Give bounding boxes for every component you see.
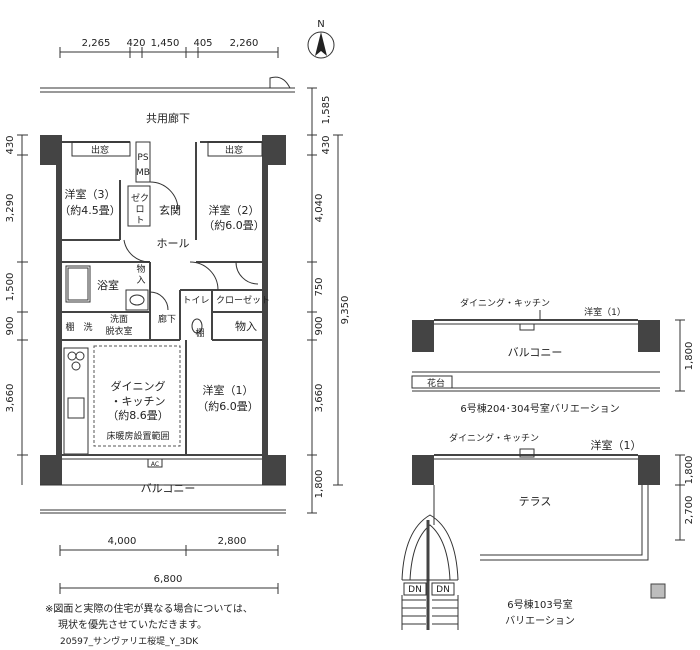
dim-left-2: 3,290 — [5, 194, 16, 223]
dim-right-6: 9,350 — [340, 296, 351, 325]
v2-dim-1: 1,800 — [684, 456, 695, 485]
laundry-label: 洗 — [83, 321, 92, 333]
shelf-label: 棚 — [65, 321, 74, 333]
western-room-2-size: （約6.0畳） — [203, 218, 265, 232]
mb-label: MB — [136, 168, 150, 178]
closet-label-a: ゼク — [131, 192, 149, 204]
corridor: 共用廊下 — [40, 76, 295, 125]
variation1-caption: 6号棟204･304号室バリエーション — [460, 402, 619, 415]
dim-left-3: 1,500 — [5, 273, 16, 302]
dining-kitchen-size: （約8.6畳） — [107, 408, 169, 422]
dim-left-4: 900 — [5, 316, 16, 335]
western-room-1: 洋室（1） — [203, 383, 254, 397]
dim-top-5: 2,260 — [230, 38, 259, 49]
bay-window-left: 出窓 — [91, 144, 109, 156]
small-storage-2: 入 — [136, 275, 145, 286]
small-storage-1: 物 — [136, 263, 145, 275]
variation-103: ダイニング・キッチン 洋室（1） テラス DN DN — [401, 432, 695, 630]
entrance-label: 玄関 — [159, 203, 181, 217]
dim-left-1: 430 — [5, 135, 16, 154]
western-room-3: 洋室（3） — [65, 187, 116, 201]
note-line-2: 現状を優先させていただきます。 — [58, 618, 207, 631]
north-arrow-icon — [315, 32, 327, 56]
variation-204-304: ダイニング・キッチン 洋室（1） バルコニー 花台 1,800 6号棟204･3… — [411, 297, 695, 415]
closet-label-b: ロ — [135, 205, 144, 215]
dim-right-8: 1,800 — [314, 470, 325, 499]
western-room-1-size: （約6.0畳） — [197, 399, 259, 413]
dim-bottom-2: 2,800 — [218, 536, 247, 547]
variation1-balcony-label: バルコニー — [508, 346, 563, 359]
washroom-label-2: 脱衣室 — [105, 325, 132, 337]
bottom-dimensions: 4,000 2,800 6,800 — [59, 536, 279, 594]
variation2-western-label: 洋室（1） — [591, 438, 642, 452]
dim-left-5: 3,660 — [5, 384, 16, 413]
dining-kitchen-label-1: ダイニング — [111, 379, 166, 393]
plan-code: 20597_サンヴァリエ桜堤_Y_3DK — [60, 635, 199, 647]
dim-right-5: 900 — [314, 316, 325, 335]
bay-window-right: 出窓 — [225, 144, 243, 156]
hall-label: ホール — [157, 237, 190, 250]
variation2-caption-1: 6号棟103号室 — [507, 598, 572, 611]
ps-label: PS — [137, 153, 148, 163]
storage-label: 物入 — [235, 319, 257, 333]
washroom-label-1: 洗面 — [110, 313, 128, 325]
western-room-3-size: （約4.5畳） — [59, 203, 121, 217]
dim-bottom-total: 6,800 — [154, 574, 183, 585]
dim-right-4: 750 — [314, 277, 325, 296]
closet-label-c: ト — [135, 216, 144, 226]
right-dimensions: 1,585 430 4,040 750 900 9,350 3,660 1,80… — [307, 87, 351, 514]
v1-column-right — [638, 320, 660, 352]
toilet-label: トイレ — [182, 296, 209, 306]
variation2-caption-2: バリエーション — [505, 615, 575, 627]
v1-dim: 1,800 — [684, 342, 695, 371]
dim-top-4: 405 — [193, 38, 212, 49]
variation1-dk-label: ダイニング・キッチン — [460, 297, 550, 309]
flowerbed-label: 花台 — [427, 377, 445, 389]
north-label: N — [317, 19, 324, 30]
main-unit: 出窓 出窓 PS MB — [40, 135, 286, 514]
variation1-western-label: 洋室（1） — [584, 306, 626, 318]
dn-label-2: DN — [436, 585, 450, 595]
floor-heating-label: 床暖房設置範囲 — [106, 430, 169, 442]
dn-label-1: DN — [408, 585, 422, 595]
legend-swatch — [650, 583, 666, 599]
dim-bottom-1: 4,000 — [108, 536, 137, 547]
dining-kitchen-label-2: ・キッチン — [111, 395, 166, 408]
balcony-label: バルコニー — [141, 482, 196, 495]
top-dimensions: 2,265 420 1,450 405 2,260 — [59, 38, 279, 58]
variation2-dk-label: ダイニング・キッチン — [449, 432, 539, 444]
dim-top-2: 420 — [126, 38, 145, 49]
north-arrow: N — [307, 19, 335, 59]
dim-right-2: 430 — [321, 135, 332, 154]
dim-right-3: 4,040 — [314, 194, 325, 223]
v2-column-left — [412, 455, 434, 485]
dim-right-1: 1,585 — [321, 96, 332, 125]
terrace-label: テラス — [519, 495, 552, 508]
stairs: DN DN — [401, 514, 459, 630]
bath-label: 浴室 — [97, 278, 119, 292]
corridor-label: 共用廊下 — [146, 111, 190, 125]
shelf-label-2: 棚 — [195, 327, 204, 339]
western-room-2: 洋室（2） — [209, 203, 260, 217]
v2-dim-2: 2,700 — [684, 496, 695, 525]
v2-column-right — [638, 455, 660, 485]
ac-label: AC — [151, 461, 159, 468]
hallway-label: 廊下 — [158, 313, 176, 325]
notes: ※図面と実際の住宅が異なる場合については、 現状を優先させていただきます。 20… — [45, 602, 253, 647]
v1-column-left — [412, 320, 434, 352]
dim-top-3: 1,450 — [151, 38, 180, 49]
closet-label: クローゼット — [216, 294, 270, 306]
left-dimensions: 430 3,290 1,500 900 3,660 — [5, 134, 28, 485]
dim-top-1: 2,265 — [82, 38, 111, 49]
dim-right-7: 3,660 — [314, 384, 325, 413]
note-line-1: ※図面と実際の住宅が異なる場合については、 — [45, 602, 253, 615]
